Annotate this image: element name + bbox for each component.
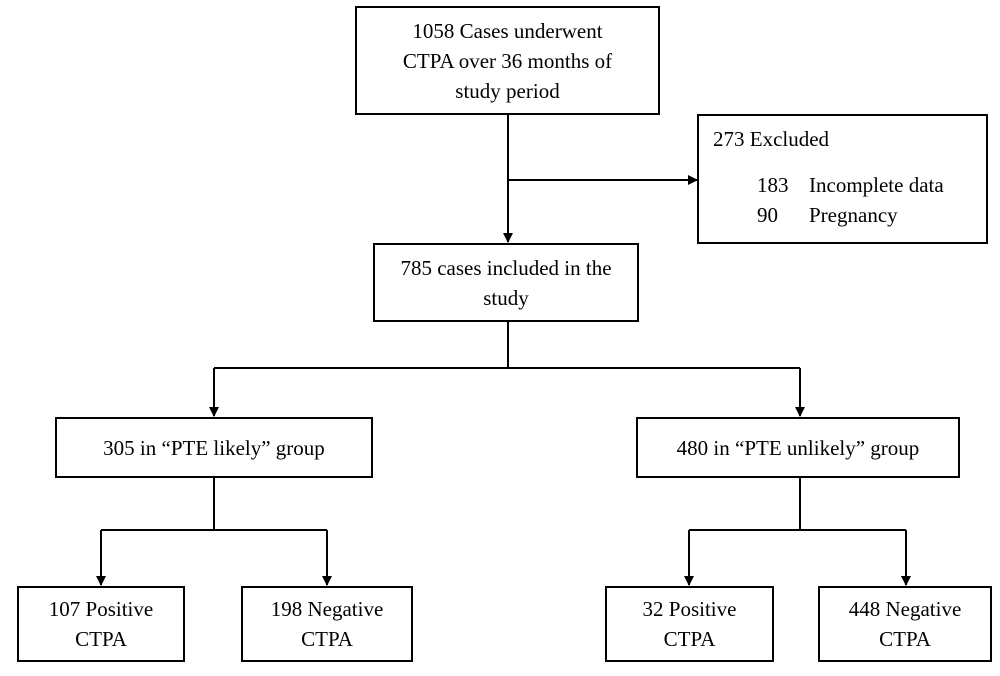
excluded-box: 273 Excluded 183 Incomplete data 90 Preg… [697, 114, 988, 244]
likely-positive-line-1: 107 Positive [48, 597, 154, 621]
unlikely-positive-line-2: CTPA [663, 627, 716, 651]
likely-negative-line-2: CTPA [301, 627, 353, 651]
excluded-reason: Incomplete data [809, 173, 944, 197]
likely-positive-box: 107 Positive CTPA [17, 586, 185, 662]
start-line-1: 1058 Cases underwent [412, 18, 603, 43]
excluded-title: 273 Excluded [713, 127, 830, 151]
excluded-item: 183 Incomplete data [713, 170, 972, 200]
unlikely-negative-box: 448 Negative CTPA [818, 586, 992, 662]
unlikely-group-box: 480 in “PTE unlikely” group [636, 417, 960, 478]
unlikely-negative-line-2: CTPA [879, 627, 931, 651]
unlikely-positive-line-1: 32 Positive [642, 597, 737, 621]
likely-positive-line-2: CTPA [75, 627, 127, 651]
start-box: 1058 Cases underwent CTPA over 36 months… [355, 6, 660, 115]
included-line-2: study [483, 285, 529, 310]
start-line-2: CTPA over 36 months of [402, 48, 613, 73]
likely-negative-line-1: 198 Negative [270, 597, 384, 621]
excluded-reason: Pregnancy [809, 203, 898, 227]
unlikely-positive-box: 32 Positive CTPA [605, 586, 774, 662]
included-line-1: 785 cases included in the [400, 255, 612, 280]
excluded-item: 90 Pregnancy [713, 200, 972, 230]
likely-group-box: 305 in “PTE likely” group [55, 417, 373, 478]
included-box: 785 cases included in the study [373, 243, 639, 322]
likely-group-label: 305 in “PTE likely” group [103, 435, 325, 460]
start-line-3: study period [455, 78, 560, 103]
excluded-count: 183 [757, 173, 789, 197]
unlikely-negative-line-1: 448 Negative [848, 597, 962, 621]
excluded-count: 90 [757, 203, 778, 227]
likely-negative-box: 198 Negative CTPA [241, 586, 413, 662]
unlikely-group-label: 480 in “PTE unlikely” group [676, 435, 920, 460]
